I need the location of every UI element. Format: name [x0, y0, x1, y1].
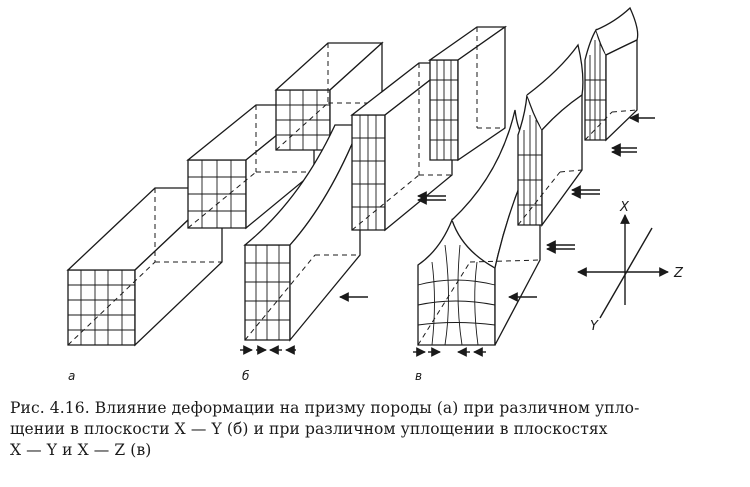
- panel-label-c: в: [415, 369, 422, 380]
- caption-line: щении в плоскости X — Y (б) и при различ…: [10, 420, 608, 438]
- axis-label-z: Z: [673, 266, 684, 281]
- prism-b-front: [243, 124, 361, 342]
- prism-a-back: [274, 41, 384, 152]
- compression-arrows: [240, 113, 655, 357]
- prism-b-back: [427, 25, 508, 162]
- figure-caption: Рис. 4.16. Влияние деформации на призму …: [10, 398, 740, 461]
- panel-label-a: а: [68, 369, 75, 380]
- prism-c-back: [584, 6, 639, 142]
- prism-c-middle: [517, 43, 584, 227]
- panel-label-b: б: [242, 369, 250, 380]
- axis-label-x: X: [619, 200, 630, 215]
- caption-line: Рис. 4.16. Влияние деформации на призму …: [10, 399, 640, 417]
- prism-deformation-figure: X Z Y а б в: [66, 6, 684, 383]
- caption-line: X — Y и X — Z (в): [10, 441, 152, 459]
- axis-label-y: Y: [590, 319, 599, 334]
- coordinate-axes: [577, 214, 669, 319]
